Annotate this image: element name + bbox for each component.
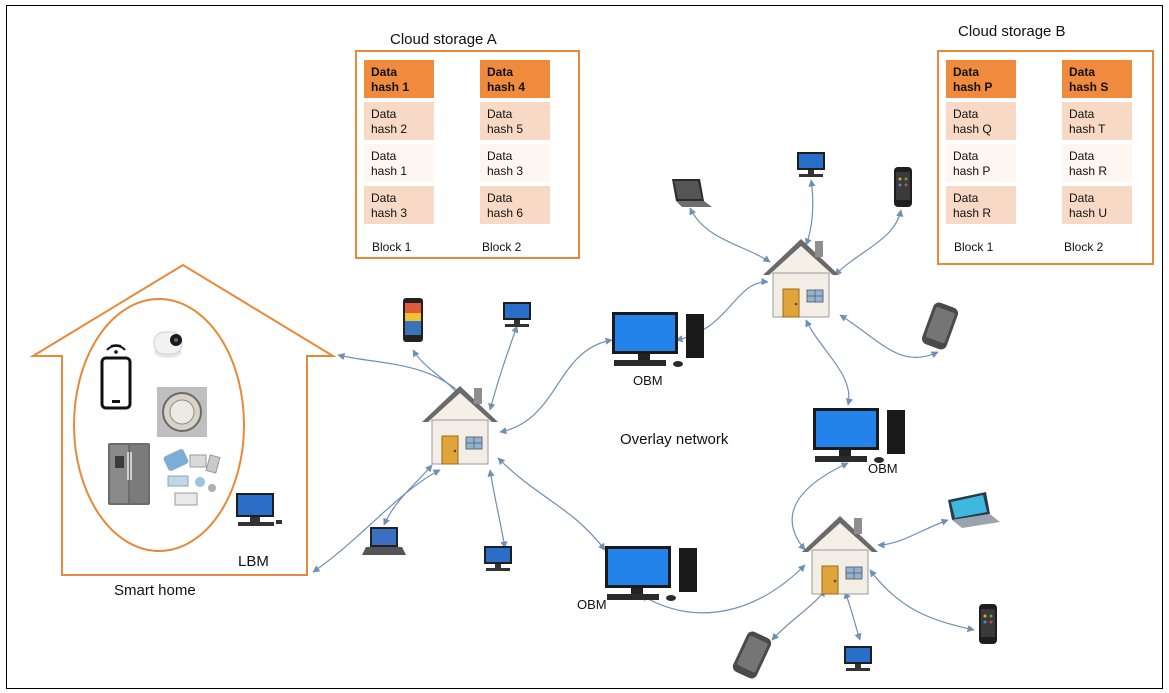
obm-label-bottom: OBM [577,597,607,612]
hash-cell [364,186,434,224]
desktop-computer-icon [797,152,825,177]
connector-smarthome-hub [337,352,469,401]
thermostat-icon [157,387,207,437]
smart-home-label: Smart home [114,582,196,599]
obm-computer-icon [605,546,697,601]
connector-hub-pc-bottom [487,469,508,549]
smartphone-icon [730,629,774,681]
connector-lbm-hub [312,469,441,573]
cloud-a-block2-label: Block 2 [482,240,522,254]
home-gateway-house-icon [421,385,499,465]
desktop-computer-icon [844,646,872,671]
connector-house-phone-bottom-right [869,569,975,633]
desktop-computer-icon [484,546,512,571]
hash-cell [480,144,550,182]
laptop-icon [948,492,1000,528]
smartphone-icon [894,167,912,207]
connector-hub-laptop [383,464,433,526]
hash-cell [480,186,550,224]
smart-home: LBM Smart home [29,263,337,599]
connector-hub-pc-top [488,325,519,411]
hash-cell [1062,102,1132,140]
security-camera-icon [153,331,183,358]
hash-cell [364,144,434,182]
wifi-phone-icon [100,344,132,410]
connector-house-laptop-blue [877,518,949,549]
connector-house-laptop [689,207,771,263]
figure-frame [6,5,1163,689]
hash-cell [364,102,434,140]
laptop-icon [362,527,406,555]
hash-cell [946,60,1016,98]
overlay-network-label: Overlay network [620,431,729,448]
smart-home-outline [29,263,337,576]
cloud-b-title: Cloud storage B [958,23,1066,40]
obm-computer-icon [612,312,704,367]
lbm-label: LBM [238,553,269,570]
cloud-b-block1-label: Block 1 [954,240,994,254]
smartphone-icon [920,300,960,352]
connector-house-pc-bottom [843,591,862,641]
refrigerator-icon [108,443,150,505]
connector-house-phone-bottom-left [771,589,826,641]
hash-cell [480,102,550,140]
hash-cell [1062,144,1132,182]
obm-label-middle: OBM [868,461,898,476]
connector-obm-bottom-house-bottom [640,564,806,614]
hash-cell [946,102,1016,140]
connector-house-obm-mid [805,319,853,406]
obm-label-top: OBM [633,373,663,388]
hash-cell [946,186,1016,224]
home-gateway-house-icon [762,238,840,318]
home-gateway-house-icon [801,515,879,595]
connector-house-phone [834,209,904,276]
laptop-icon [672,179,712,207]
smartphone-icon [403,298,423,342]
smartphone-icon [979,604,997,644]
connector-obm-mid-house-bottom [791,462,849,551]
obm-computer-icon [813,408,905,463]
hash-cell [946,144,1016,182]
connector-hub-obm-top [499,337,613,435]
smart-appliances-icon [163,449,221,506]
desktop-computer-icon [503,302,531,327]
cloud-a-block1-label: Block 1 [372,240,412,254]
lbm-computer-icon [236,493,282,526]
connector-hub-obm-bottom [497,457,606,551]
iot-devices-ellipse [73,298,245,552]
connector-house-pc [805,179,816,246]
cloud-a-title: Cloud storage A [390,31,497,48]
cloud-b-block2-label: Block 2 [1064,240,1104,254]
hash-cell [1062,60,1132,98]
hash-cell [364,60,434,98]
hash-cell [480,60,550,98]
hash-cell [1062,186,1132,224]
